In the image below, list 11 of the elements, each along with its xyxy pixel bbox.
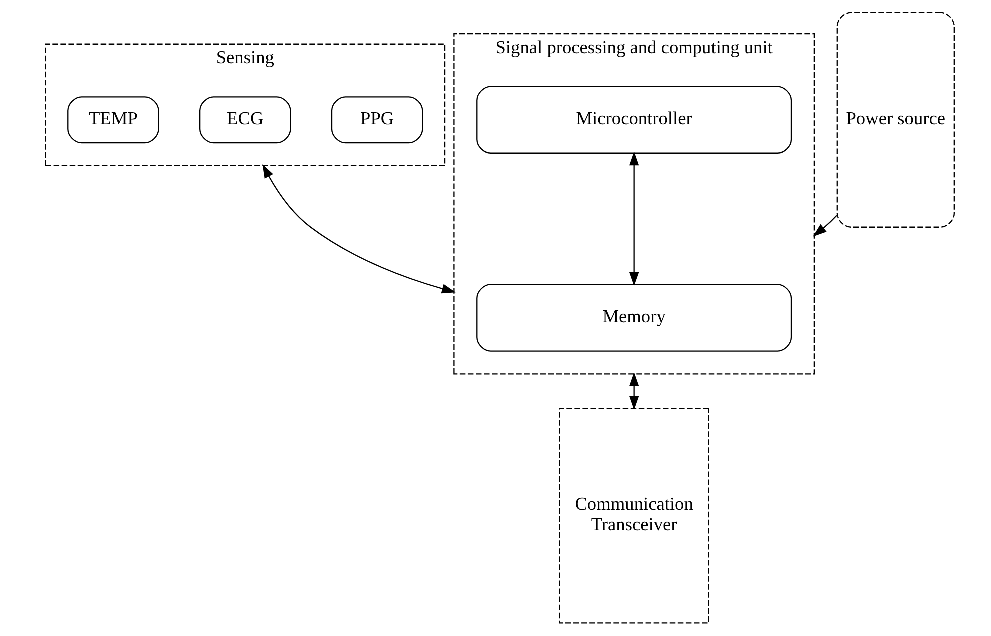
node-box: TEMP: [68, 96, 160, 144]
node-box: Power source: [836, 12, 955, 228]
arrow: [262, 164, 456, 294]
node-box: Microcontroller: [476, 86, 792, 154]
arrow: [630, 372, 640, 410]
node-box: Memory: [476, 284, 792, 352]
node-box: ECG: [200, 96, 292, 144]
node-box: Communication Transceiver: [559, 408, 710, 624]
arrow: [813, 215, 838, 237]
node-box: PPG: [331, 96, 424, 144]
arrow: [630, 152, 640, 286]
